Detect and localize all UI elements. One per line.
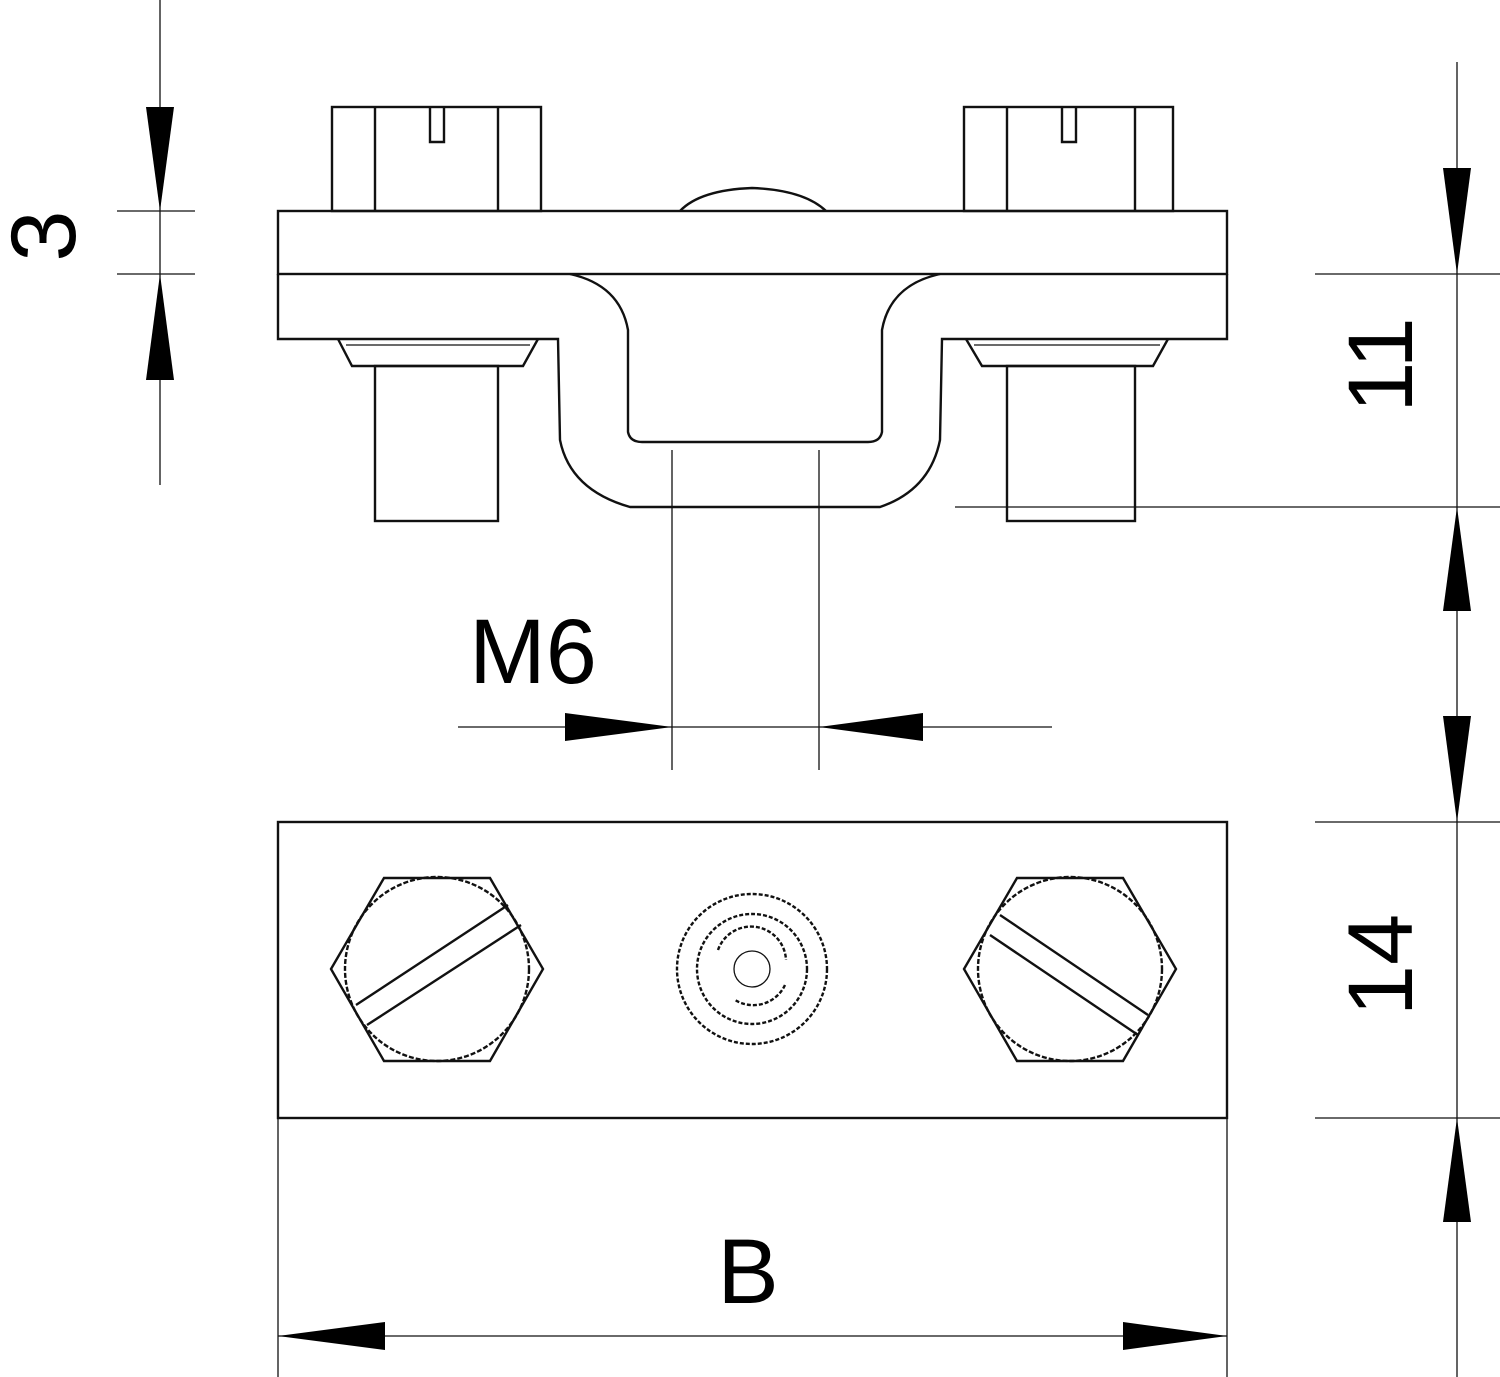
dim-label-3: 3 [0, 210, 95, 261]
left-washer-shank [336, 338, 540, 523]
rivet-dome [679, 186, 827, 212]
clamp-body [276, 272, 1229, 509]
top-view-outline [276, 820, 1229, 1120]
dimension-plate-thickness: 3 [0, 0, 195, 485]
dim-label-11: 11 [1330, 317, 1432, 413]
dim-label-m6: M6 [469, 601, 597, 703]
dimension-width: B [277, 1118, 1228, 1377]
left-screw-head [330, 105, 543, 213]
dimension-depth: 14 [1315, 716, 1500, 1222]
side-view [276, 105, 1229, 523]
center-rivet-icon [675, 892, 829, 1046]
dim-label-b: B [717, 1221, 778, 1323]
top-plate [276, 209, 1229, 276]
right-washer-shank [964, 338, 1170, 523]
left-hex-screw-icon [329, 875, 545, 1063]
dim-label-14: 14 [1330, 914, 1432, 1016]
top-view [276, 820, 1229, 1120]
dimension-thread: M6 [458, 450, 1052, 770]
right-hex-screw-icon [962, 875, 1178, 1063]
right-screw-head [962, 105, 1175, 213]
